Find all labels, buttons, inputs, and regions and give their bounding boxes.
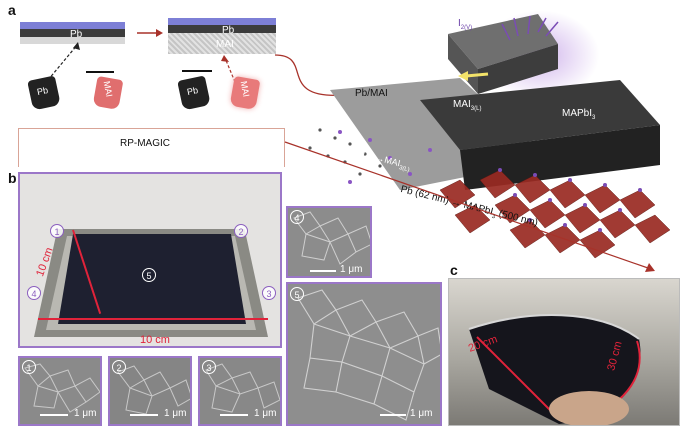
deposition-arrow-pb [47,42,80,81]
marker-5: 5 [142,268,156,282]
marker-4-sem: 4 [290,210,304,224]
reaction-stage [308,78,671,259]
marker-5-sem: 5 [290,287,304,301]
marker-3-sem: 3 [202,360,216,374]
scale-bar-3 [220,414,248,416]
scale-label-5: 1 μm [410,408,433,419]
substrate-pb [20,22,125,44]
step-arrow [137,29,163,37]
scale-bar-5 [380,414,406,416]
photo-large-substrate [18,172,282,348]
method-label: RP-MAGIC [120,138,170,149]
iodine-label: I2(V) [458,18,473,31]
marker-2: 2 [234,224,248,238]
pb-mai-label: Pb/MAI [355,88,388,99]
sem-image-5 [286,282,442,426]
mai-liquid-label: MAI3(L) [453,99,482,112]
panel-a-letter: a [8,2,16,18]
gas-nozzle [448,14,559,94]
scale-label-2: 1 μm [164,408,187,419]
substrate-pb-mai [168,18,276,54]
shutter-1 [86,71,114,73]
marker-1: 1 [50,224,64,238]
panel-b-letter: b [8,170,17,186]
pb-layer-label-2: Pb [222,25,235,36]
panel-c-letter: c [450,262,458,278]
marker-1-sem: 1 [22,360,36,374]
mai-layer-label: MAI [216,39,234,50]
dim-line-horizontal [38,318,268,320]
scale-bar-2 [130,414,158,416]
marker-2-sem: 2 [112,360,126,374]
scale-bar-1 [40,414,68,416]
mapbi-label: MAPbI3 [562,108,596,121]
method-bracket [18,128,285,167]
scale-label-4: 1 μm [340,264,363,275]
result-arrow [284,141,655,272]
marker-3: 3 [262,286,276,300]
pb-layer-label: Pb [70,29,83,40]
scale-label-1: 1 μm [74,408,97,419]
scale-label-3: 1 μm [254,408,277,419]
scale-bar-4 [310,270,336,272]
photo-flexible-film [448,278,680,426]
dim-label-horizontal: 10 cm [140,334,170,346]
marker-4: 4 [27,286,41,300]
deposition-arrow-mai [221,55,236,83]
shutter-2 [182,70,212,72]
